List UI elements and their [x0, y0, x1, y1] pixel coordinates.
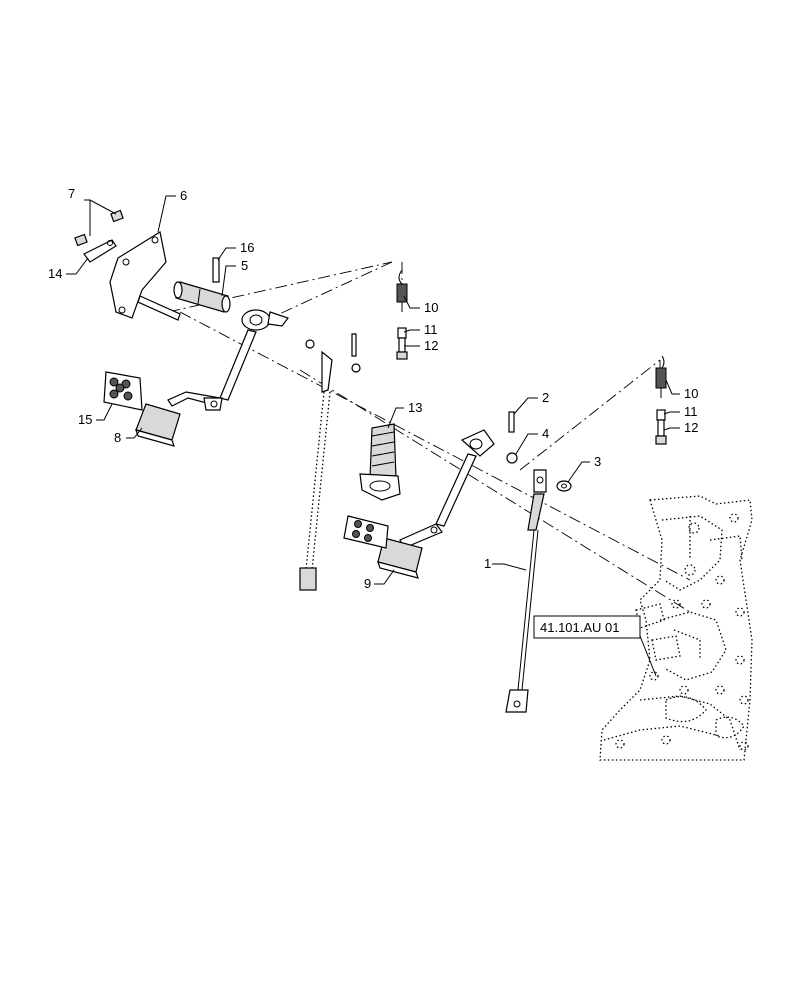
callout-labels: 1 2 3 4 5 6 7 8 9 10 10 11 11 12 12 13 1…: [48, 186, 698, 591]
callout-1: 1: [484, 556, 491, 571]
callout-5: 5: [241, 258, 248, 273]
part-5-pivot-shaft: [173, 281, 231, 313]
callout-7: 7: [68, 186, 75, 201]
callout-13: 13: [408, 400, 422, 415]
callout-11-right: 11: [684, 404, 698, 419]
part-11-eyelet-right: [656, 409, 666, 421]
callout-12-right: 12: [684, 420, 698, 435]
part-1-adjusting-rod: [505, 469, 547, 713]
callout-3: 3: [594, 454, 601, 469]
part-12-nut-right: [655, 419, 667, 445]
part-3-washer: [556, 480, 572, 492]
callout-6: 6: [180, 188, 187, 203]
part-10-spring-right: [655, 355, 667, 398]
callout-2: 2: [542, 390, 549, 405]
callout-9: 9: [364, 576, 371, 591]
part-9-clutch-pedal: [343, 429, 495, 579]
callout-16: 16: [240, 240, 254, 255]
part-16-pin: [212, 257, 220, 283]
part-13-rubber-boot: [359, 423, 401, 501]
reference-box[interactable]: [533, 615, 641, 639]
part-15-pedal-pad: [103, 371, 143, 411]
callout-8: 8: [114, 430, 121, 445]
part-6-mounting-bracket: [109, 231, 181, 321]
callout-10-left: 10: [424, 300, 438, 315]
callout-11-left: 11: [424, 322, 438, 337]
part-14-tab: [83, 239, 117, 263]
part-7-bolts: [74, 209, 124, 247]
part-8-pedal-arm: [135, 309, 289, 447]
part-10-spring-left: [396, 269, 408, 312]
callout-4: 4: [542, 426, 549, 441]
part-11-eyelet-left: [397, 327, 407, 339]
part-4-clip: [506, 452, 518, 464]
part-2-pin: [508, 411, 515, 433]
callout-leader-lines: [66, 195, 680, 677]
assembly-center-lines: [167, 261, 691, 613]
callout-14: 14: [48, 266, 62, 281]
middle-push-rod: [299, 333, 361, 591]
reference-link[interactable]: 41.101.AU 01: [533, 615, 641, 639]
callout-10-right: 10: [684, 386, 698, 401]
callout-15: 15: [78, 412, 92, 427]
callout-12-left: 12: [424, 338, 438, 353]
chassis-frame-outline: [599, 495, 753, 761]
reference-label[interactable]: 41.101.AU 01: [540, 620, 620, 635]
part-12-nut-left: [396, 337, 408, 360]
